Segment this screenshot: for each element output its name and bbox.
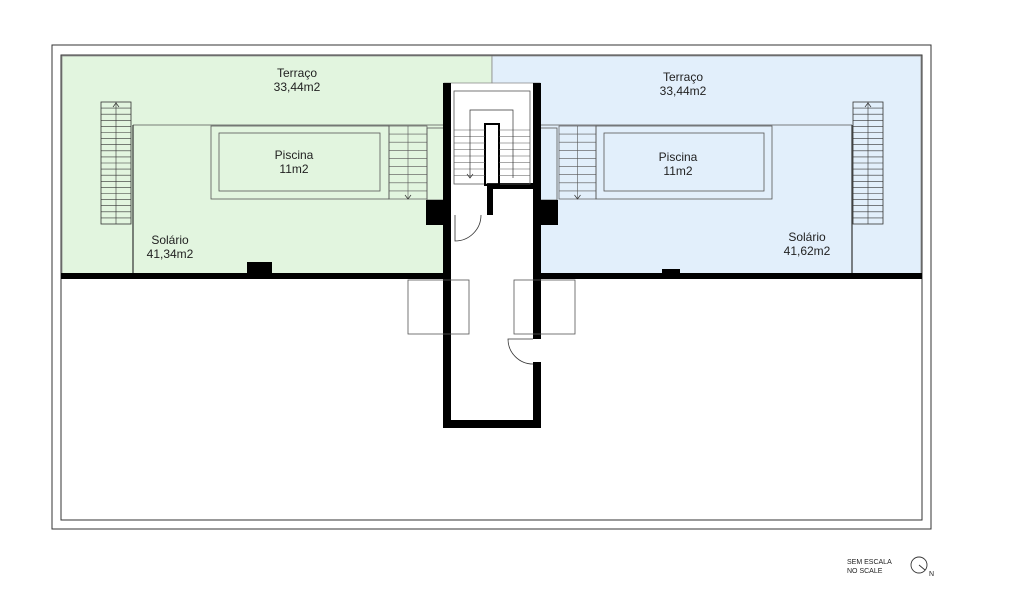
scale-note-pt: SEM ESCALA — [847, 559, 892, 566]
left-wall-block — [247, 262, 272, 274]
right-unit-area — [491, 55, 922, 276]
core-landing-wall — [487, 183, 533, 189]
north-arrow-icon — [910, 556, 928, 574]
building-outline-outer — [51, 44, 932, 530]
core-door-swing-bottom — [507, 338, 534, 365]
main-wall-right — [538, 273, 922, 279]
stair-frame — [453, 90, 531, 185]
down-arrow-icon — [404, 194, 412, 200]
right-pool-area: 11m2 — [663, 164, 692, 178]
right-wall-block — [662, 269, 680, 274]
core-stairs — [454, 109, 530, 179]
stair-path — [469, 109, 514, 178]
up-arrow-icon — [112, 102, 120, 108]
right-pool-inner — [603, 132, 765, 192]
core-wall-bottom — [443, 420, 541, 428]
left-pool-inner — [218, 132, 381, 192]
core-door-swing-top — [454, 214, 482, 242]
right-terrace-area: 33,44m2 — [660, 84, 707, 98]
down-arrow-icon — [466, 173, 474, 179]
right-solarium-area: 41,62m2 — [784, 244, 831, 258]
left-pool-label: Piscina — [275, 148, 314, 162]
left-solarium-label: Solário — [151, 233, 189, 247]
right-terrace-label: Terraço — [663, 70, 703, 84]
left-terrace-label: Terraço — [277, 66, 317, 80]
core-column-left — [426, 200, 451, 225]
right-pool-label: Piscina — [659, 150, 698, 164]
core-wall-right-lower — [533, 362, 541, 428]
left-ladder — [100, 101, 132, 225]
right-pool-steps — [558, 125, 597, 200]
stair-well — [484, 123, 500, 186]
left-terrace-area: 33,44m2 — [274, 80, 321, 94]
left-solarium-area: 41,34m2 — [147, 247, 194, 261]
core-landing-wall-v — [487, 183, 493, 215]
scale-note-en: NO SCALE — [847, 568, 883, 575]
core-column-right — [533, 200, 558, 225]
north-letter: N — [929, 571, 934, 578]
left-lightwell — [407, 279, 470, 335]
building-outline-inner — [60, 54, 923, 521]
up-arrow-icon — [864, 102, 872, 108]
core-wall-left — [443, 83, 451, 428]
right-ladder — [852, 101, 884, 225]
right-solarium-label: Solário — [788, 230, 826, 244]
left-pool-area: 11m2 — [279, 162, 308, 176]
down-arrow-icon — [574, 194, 581, 200]
left-pool-steps — [388, 125, 428, 200]
right-lightwell — [513, 279, 576, 335]
main-wall-left — [61, 273, 446, 279]
